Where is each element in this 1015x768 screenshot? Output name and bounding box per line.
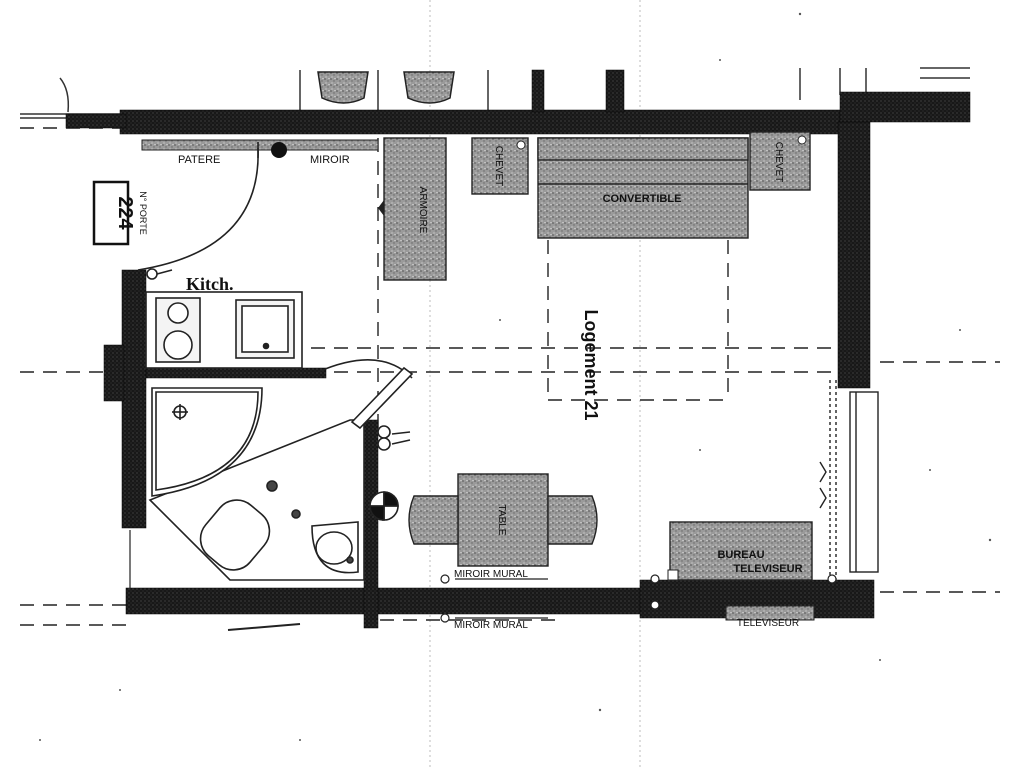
kitchen-label: Kitch. <box>186 274 234 294</box>
coat-shelf <box>141 139 379 151</box>
door-number: 224 <box>114 196 136 230</box>
wall-mirror-label: MIROIR MURAL <box>454 620 528 631</box>
hob-burner-icon <box>167 302 189 324</box>
top-pillar-2 <box>605 69 625 113</box>
dining-table <box>457 473 549 567</box>
tv-label: TELEVISEUR <box>733 563 802 575</box>
coat-hook-icon <box>271 142 287 158</box>
kitchen-divider <box>145 367 327 379</box>
bathroom <box>148 359 414 581</box>
sofa-bed-label: CONVERTIBLE <box>603 193 682 205</box>
bedside-right-label: CHEVET <box>773 142 784 183</box>
bathroom-partition <box>148 419 365 581</box>
window <box>819 380 879 580</box>
bathroom-door <box>350 366 414 430</box>
top-wall-left-strip <box>65 113 127 129</box>
scan-fold-lines <box>429 0 641 768</box>
desk-label: BUREAU <box>717 549 764 561</box>
toilet <box>199 499 271 571</box>
wardrobe-label: ARMOIRE <box>417 187 428 234</box>
bottom-wall <box>125 587 651 615</box>
kitchen-tap-icon <box>146 268 158 280</box>
left-wall <box>121 269 147 529</box>
top-wall <box>119 109 841 135</box>
top-pillar-1 <box>531 69 545 113</box>
scan-specks <box>39 12 992 741</box>
door-number-label: N° PORTE <box>138 191 148 234</box>
sofa-bed <box>537 137 749 239</box>
bathroom-wall <box>363 419 379 629</box>
bedside-left-label: CHEVET <box>493 146 504 187</box>
wall-mirror-markers <box>440 574 837 623</box>
chair-right <box>547 495 598 545</box>
coat-hook-label: PATERE <box>178 154 220 166</box>
left-wall-stub <box>103 344 125 402</box>
kitchenette <box>145 268 303 369</box>
wardrobe <box>383 137 447 281</box>
chair-left <box>408 495 459 545</box>
mirror-label: MIROIR <box>310 154 350 166</box>
desk-reflection <box>725 605 815 621</box>
wall-mirror-label: MIROIR MURAL <box>454 569 528 580</box>
hob-burner-icon <box>163 330 193 360</box>
tv-label: TELEVISEUR <box>737 618 799 629</box>
desk <box>669 521 813 581</box>
door-number-box <box>92 180 130 246</box>
table-label: TABLE <box>496 505 507 536</box>
unit-name: Logement 21 <box>581 309 601 420</box>
bedside-table-right <box>749 131 811 191</box>
dining-set <box>408 473 598 567</box>
top-wall-right <box>839 91 971 123</box>
entrance-door <box>137 142 259 271</box>
neighbour-sinks <box>317 71 455 104</box>
right-wall <box>837 121 871 389</box>
